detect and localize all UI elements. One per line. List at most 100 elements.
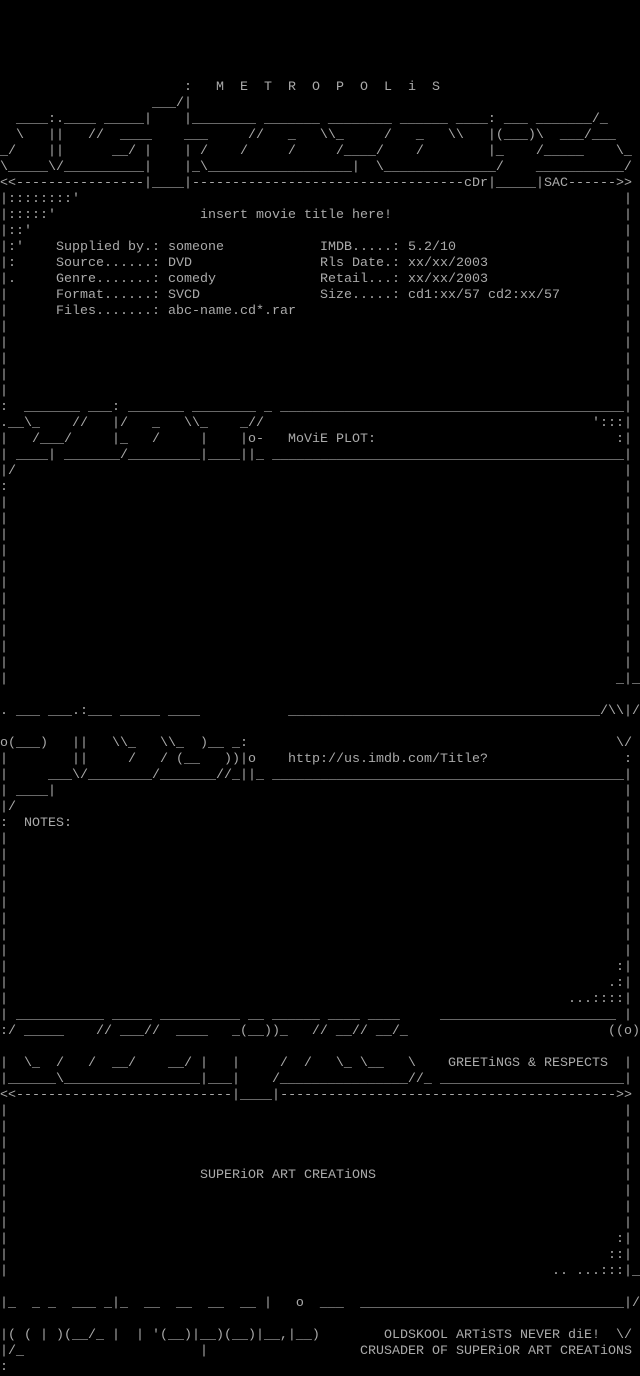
footer-logo-art: _________________________________|/ <box>360 1296 640 1311</box>
frame-left: | <box>0 1152 8 1167</box>
frame-right: | <box>624 496 632 511</box>
ascii-art: : <box>0 480 8 495</box>
greets-header-art: ______________________ | <box>440 1008 632 1023</box>
frame-right: | <box>624 800 632 815</box>
frame-left: | <box>0 1264 8 1279</box>
ascii-art: ...::::| <box>568 992 632 1007</box>
frame-left: | <box>0 512 8 527</box>
nfo-line: |.. ...:::|_ <box>0 1264 640 1280</box>
nfo-line: | ___________ _____ __________ __ ______… <box>0 1008 640 1024</box>
frame-right: | <box>624 912 632 927</box>
footer-motto: OLDSKOOL ARTiSTS NEVER diE! <box>384 1328 600 1343</box>
framed-empty-line: || <box>0 496 640 512</box>
frame-right: | <box>624 528 632 543</box>
nfo-line: <<---------------------------|____|-----… <box>0 1088 640 1104</box>
ascii-art: |/ <box>0 464 16 479</box>
nfo-line: :NOTES:| <box>0 816 640 832</box>
frame-left: | <box>0 912 8 927</box>
nfo-line: |:| <box>0 1232 640 1248</box>
framed-empty-line: || <box>0 624 640 640</box>
frame-left: | <box>0 976 8 991</box>
frame-right: | <box>624 1216 632 1231</box>
field-label: Format......: <box>56 288 160 303</box>
nfo-line: |::::::::'| <box>0 192 640 208</box>
framed-empty-line: || <box>0 608 640 624</box>
nfo-line <box>0 64 640 80</box>
nfo-line: \_____\/__________| |_\_________________… <box>0 160 640 176</box>
info-row: |Files.......:abc-name.cd*.rar| <box>0 304 640 320</box>
greets-header-art: :/ _____ // ___// ____ _(__))_ // __// _… <box>0 1024 408 1039</box>
nfo-line: |_ _ _ ___ _|_ __ __ __ __ | o _________… <box>0 1296 640 1312</box>
framed-empty-line: || <box>0 368 640 384</box>
format-value: SVCD <box>168 288 200 303</box>
frame-left: | <box>0 352 8 367</box>
nfo-line: |.:| <box>0 976 640 992</box>
frame-right: | <box>624 1056 632 1071</box>
plot-header-art: ________________________________________… <box>280 400 632 415</box>
plot-header-art: | /___/ |_ / | |o- <box>0 432 264 447</box>
nfo-line: :| <box>0 480 640 496</box>
imdb-url: http://us.imdb.com/Title? <box>288 752 488 767</box>
ascii-art: _|_ <box>616 672 640 687</box>
supplied-by-value: someone <box>168 240 224 255</box>
imdb-header-art: | || / / (__ ))|o <box>0 752 256 767</box>
nfo-line: |/| <box>0 464 640 480</box>
frame-right: | <box>624 384 632 399</box>
frame-left: | <box>0 960 8 975</box>
footer-logo-art: |( ( | )(__/_ | | '(__)|__)(__)|__,|__) <box>0 1328 320 1343</box>
framed-empty-line: || <box>0 320 640 336</box>
framed-empty-line: || <box>0 1200 640 1216</box>
ascii-art: |. <box>0 272 16 287</box>
frame-left: | <box>0 544 8 559</box>
imdb-header-art: _______________________________________/… <box>288 704 640 719</box>
plot-header-art: ________________________________________… <box>272 448 632 463</box>
frame-right: | <box>624 336 632 351</box>
nfo-line: | ___\/________/_______//_||____________… <box>0 768 640 784</box>
nfo-line: |SUPERiOR ART CREATiONS| <box>0 1168 640 1184</box>
plot-header-art: .__\_ // |/ _ \\_ _// <box>0 416 264 431</box>
nfo-line: |:::::'insert movie title here!| <box>0 208 640 224</box>
frame-right: | <box>624 928 632 943</box>
group-header-line: :M E T R O P O L i S <box>0 80 640 96</box>
frame-left: | <box>0 496 8 511</box>
size-value: cd1:xx/57 cd2:xx/57 <box>408 288 560 303</box>
frame-right: | <box>624 352 632 367</box>
framed-empty-line: || <box>0 1136 640 1152</box>
frame-right: | <box>624 1136 632 1151</box>
nfo-line: |...::::| <box>0 992 640 1008</box>
nfo-line: ____:.____ _____| |________ _______ ____… <box>0 112 640 128</box>
frame-right: | <box>624 560 632 575</box>
ascii-art: : <box>0 1360 8 1375</box>
framed-empty-line: || <box>0 560 640 576</box>
nfo-line <box>0 1280 640 1296</box>
frame-left: | <box>0 944 8 959</box>
frame-left: | <box>0 1136 8 1151</box>
frame-left: | <box>0 608 8 623</box>
frame-right: | <box>624 512 632 527</box>
nfo-line <box>0 688 640 704</box>
nfo-line: <<----------------|____|----------------… <box>0 176 640 192</box>
frame-left: | <box>0 1232 8 1247</box>
nfo-line: : _______ ___: _______ ________ _ _______… <box>0 400 640 416</box>
greets-header-art: ((o) <box>608 1024 640 1039</box>
framed-empty-line: || <box>0 576 640 592</box>
release-date-value: xx/xx/2003 <box>408 256 488 271</box>
logo-art: \_____\/__________| |_\_________________… <box>0 160 632 175</box>
framed-empty-line: || <box>0 832 640 848</box>
artist-credits: cDr|_____|SAC------>> <box>464 176 632 191</box>
frame-right: | <box>624 272 632 287</box>
frame-left: | <box>0 672 8 687</box>
plot-header-art: : _______ ___: _______ ________ _ <box>0 400 272 415</box>
frame-right: | <box>624 1184 632 1199</box>
divider-art: ----------------------------------------… <box>280 1088 632 1103</box>
framed-empty-line: || <box>0 544 640 560</box>
ascii-art: : <box>0 816 8 831</box>
frame-left: | <box>0 320 8 335</box>
frame-left: | <box>0 1104 8 1119</box>
frame-right: | <box>624 1168 632 1183</box>
frame-left: | <box>0 1216 8 1231</box>
frame-right: | <box>624 208 632 223</box>
